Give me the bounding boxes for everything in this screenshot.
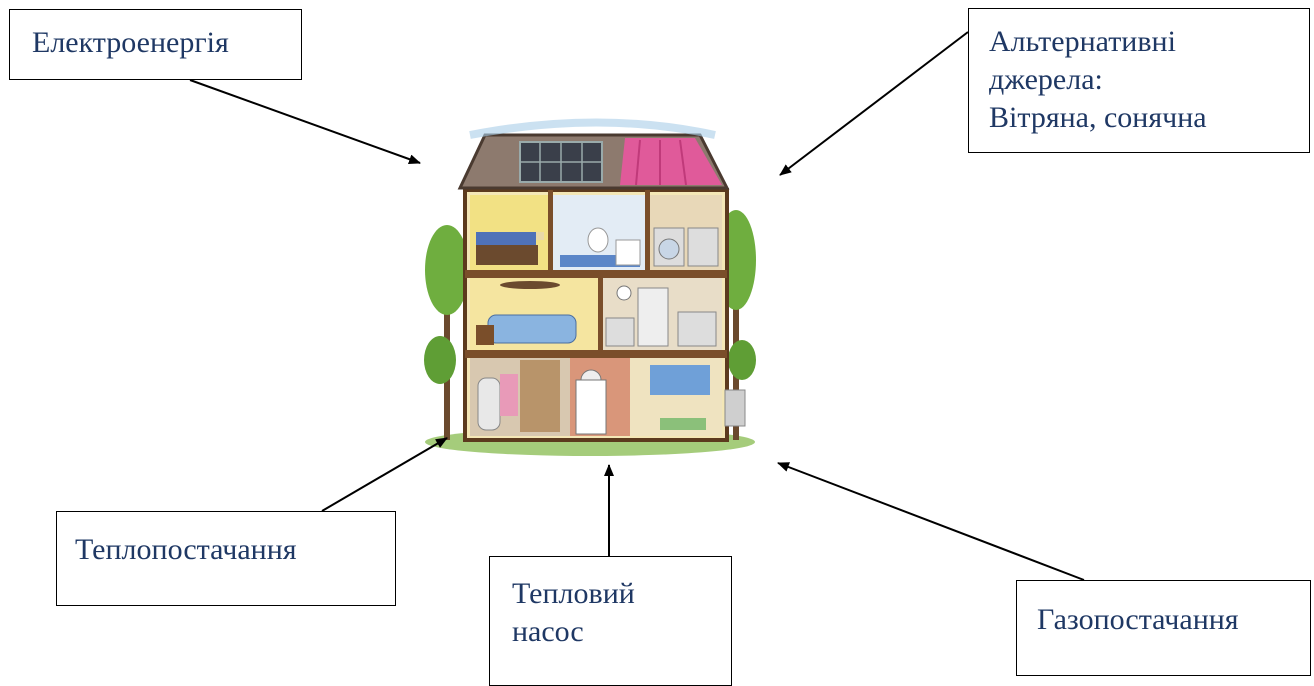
label-alternative-line-3: Вітряна, сонячна [989,101,1207,134]
tree-left [424,225,469,440]
arrow-gas [777,462,1085,581]
label-heat-supply-text: Теплопостачання [75,533,297,566]
arrow-alternative [779,31,969,176]
label-gas-supply: Газопостачання [1016,580,1311,676]
label-heat-pump: Тепловий насос [489,556,732,686]
label-alternative-sources: Альтернативні джерела: Вітряна, сонячна [968,8,1310,153]
arrows [189,31,1085,581]
label-gas-supply-text: Газопостачання [1037,603,1239,636]
label-electricity: Електроенергія [9,9,302,80]
label-heat-pump-line-2: насос [512,615,584,648]
house-illustration [424,118,756,456]
label-electricity-text: Електроенергія [32,26,229,59]
arrow-electricity [189,79,421,164]
label-alternative-line-1: Альтернативні [989,25,1176,58]
label-heat-supply: Теплопостачання [56,511,396,606]
label-heat-pump-line-1: Тепловий [512,577,635,610]
arrow-heat-supply [321,437,448,512]
label-alternative-line-2: джерела: [989,63,1103,96]
